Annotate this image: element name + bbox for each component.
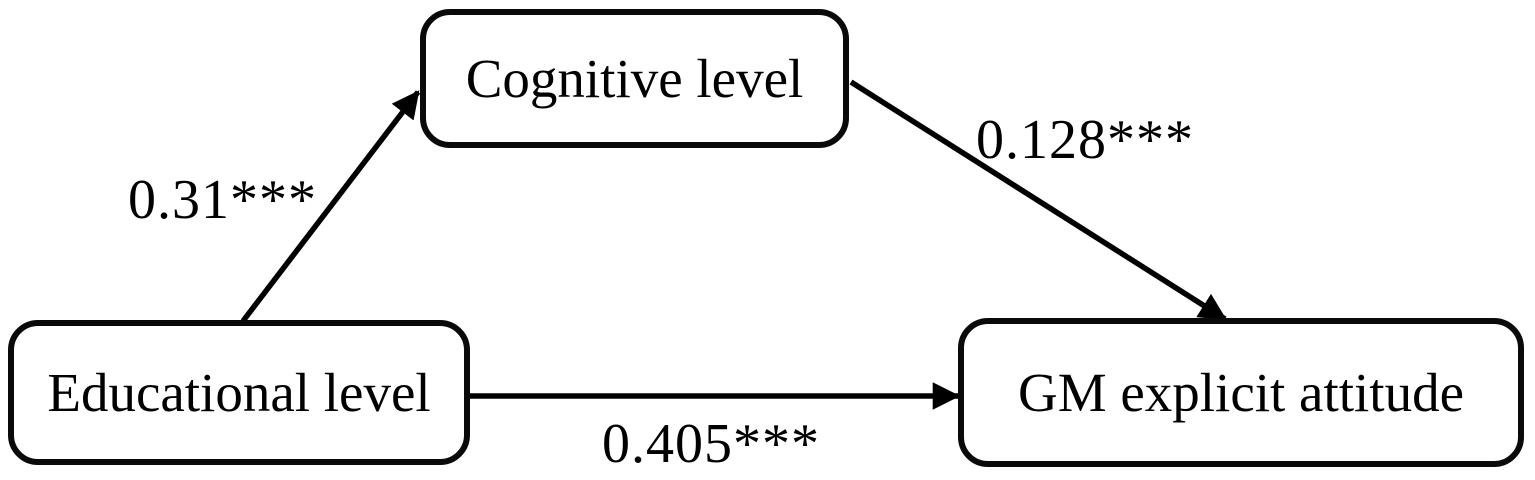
coefficient-educational-to-gm: 0.405*** [602, 413, 820, 475]
arrow-educational-to-cognitive [240, 90, 421, 323]
node-gm-explicit-attitude-label: GM explicit attitude [1017, 362, 1464, 423]
coefficient-cognitive-to-gm: 0.128*** [976, 109, 1194, 171]
coefficient-educational-to-cognitive: 0.31*** [128, 169, 317, 231]
node-educational-level-label: Educational level [47, 362, 431, 423]
node-cognitive-level: Cognitive level [420, 9, 849, 148]
arrow-cognitive-to-gm [849, 79, 1227, 322]
node-cognitive-level-label: Cognitive level [465, 48, 804, 109]
node-gm-explicit-attitude: GM explicit attitude [958, 318, 1524, 467]
node-educational-level: Educational level [8, 320, 470, 465]
